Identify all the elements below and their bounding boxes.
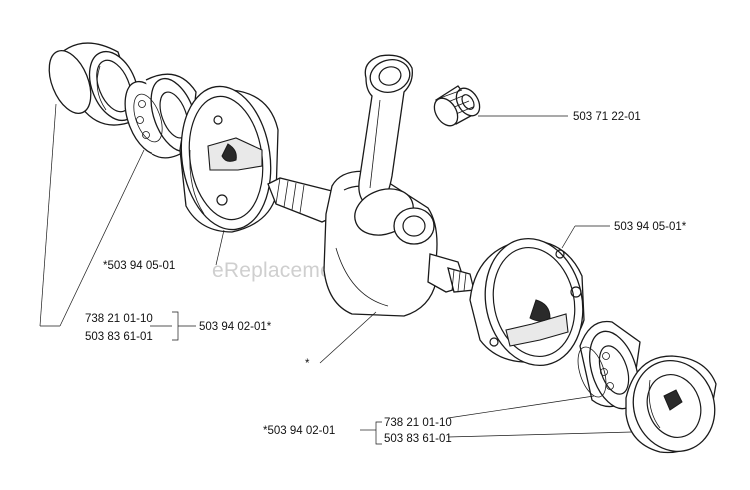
leader-lines — [39, 103, 633, 445]
label-flywheel-half-upper: *503 94 05-01 — [103, 260, 175, 272]
label-crankshaft: * — [305, 358, 310, 370]
label-bearing-right-a: 738 21 01-10 — [384, 417, 452, 429]
label-needle-bearing: 503 71 22-01 — [573, 111, 641, 123]
label-bearing-left-group: 503 94 02-01* — [199, 321, 272, 333]
label-bearing-left-b: 503 83 61-01 — [85, 331, 153, 343]
left-flywheel-half — [179, 85, 279, 233]
label-bearing-left-a: 738 21 01-10 — [85, 313, 153, 325]
left-ball-bearing — [124, 73, 198, 159]
right-ball-bearing — [577, 320, 641, 410]
needle-bearing — [433, 85, 481, 127]
right-flywheel-half — [469, 237, 585, 367]
right-outer-bearing — [625, 355, 717, 454]
label-bearing-right-group: *503 94 02-01 — [263, 425, 335, 437]
crankshaft-assembly — [267, 54, 475, 317]
label-bearing-right-b: 503 83 61-01 — [384, 433, 452, 445]
label-flywheel-half-lower: 503 94 05-01* — [614, 221, 687, 233]
